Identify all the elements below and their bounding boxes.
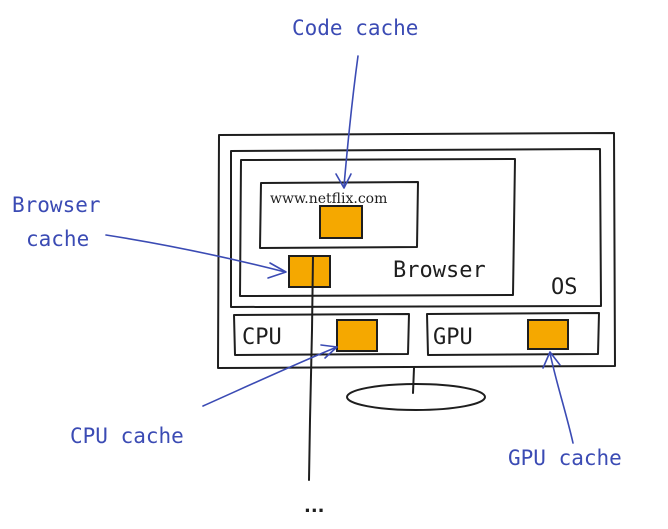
os-box — [230, 148, 602, 308]
os-region — [230, 148, 602, 308]
code-cache-arrow — [335, 55, 359, 189]
monitor — [217, 132, 616, 411]
code-cache-label: Code cache — [292, 16, 418, 40]
cpu-box — [233, 313, 410, 356]
browser-window: www.netflix.com Browser — [239, 158, 516, 297]
browser-label: Browser — [393, 258, 486, 283]
code-cache-block — [319, 205, 363, 239]
cpu-cache-block — [336, 319, 378, 352]
gpu-cache-label: GPU cache — [508, 446, 622, 470]
monitor-base — [346, 383, 486, 411]
gpu-cache-block — [527, 319, 569, 350]
webpage-box — [259, 181, 419, 249]
cpu-cache-label: CPU cache — [70, 424, 184, 448]
ellipsis-label: ... — [304, 496, 325, 517]
os-label: OS — [551, 275, 578, 300]
cpu-label: CPU — [242, 325, 282, 350]
cpu-cache-arrow — [202, 344, 338, 407]
browser-cache-label-line2: cache — [26, 227, 89, 251]
gpu-label: GPU — [433, 325, 473, 350]
monitor-stand — [412, 367, 415, 394]
gpu-cache-arrow — [542, 351, 574, 444]
browser-cache-arrow — [105, 234, 287, 279]
browser-cache-label-line1: Browser — [12, 193, 101, 217]
browser-cache-block — [288, 255, 331, 288]
gpu-box — [426, 312, 600, 356]
gpu-unit: GPU — [426, 312, 600, 356]
cpu-unit: CPU — [233, 313, 410, 356]
url-label: www.netflix.com — [270, 191, 387, 207]
browser-box — [239, 158, 516, 297]
monitor-frame — [217, 132, 616, 369]
continuation-line — [308, 255, 314, 481]
